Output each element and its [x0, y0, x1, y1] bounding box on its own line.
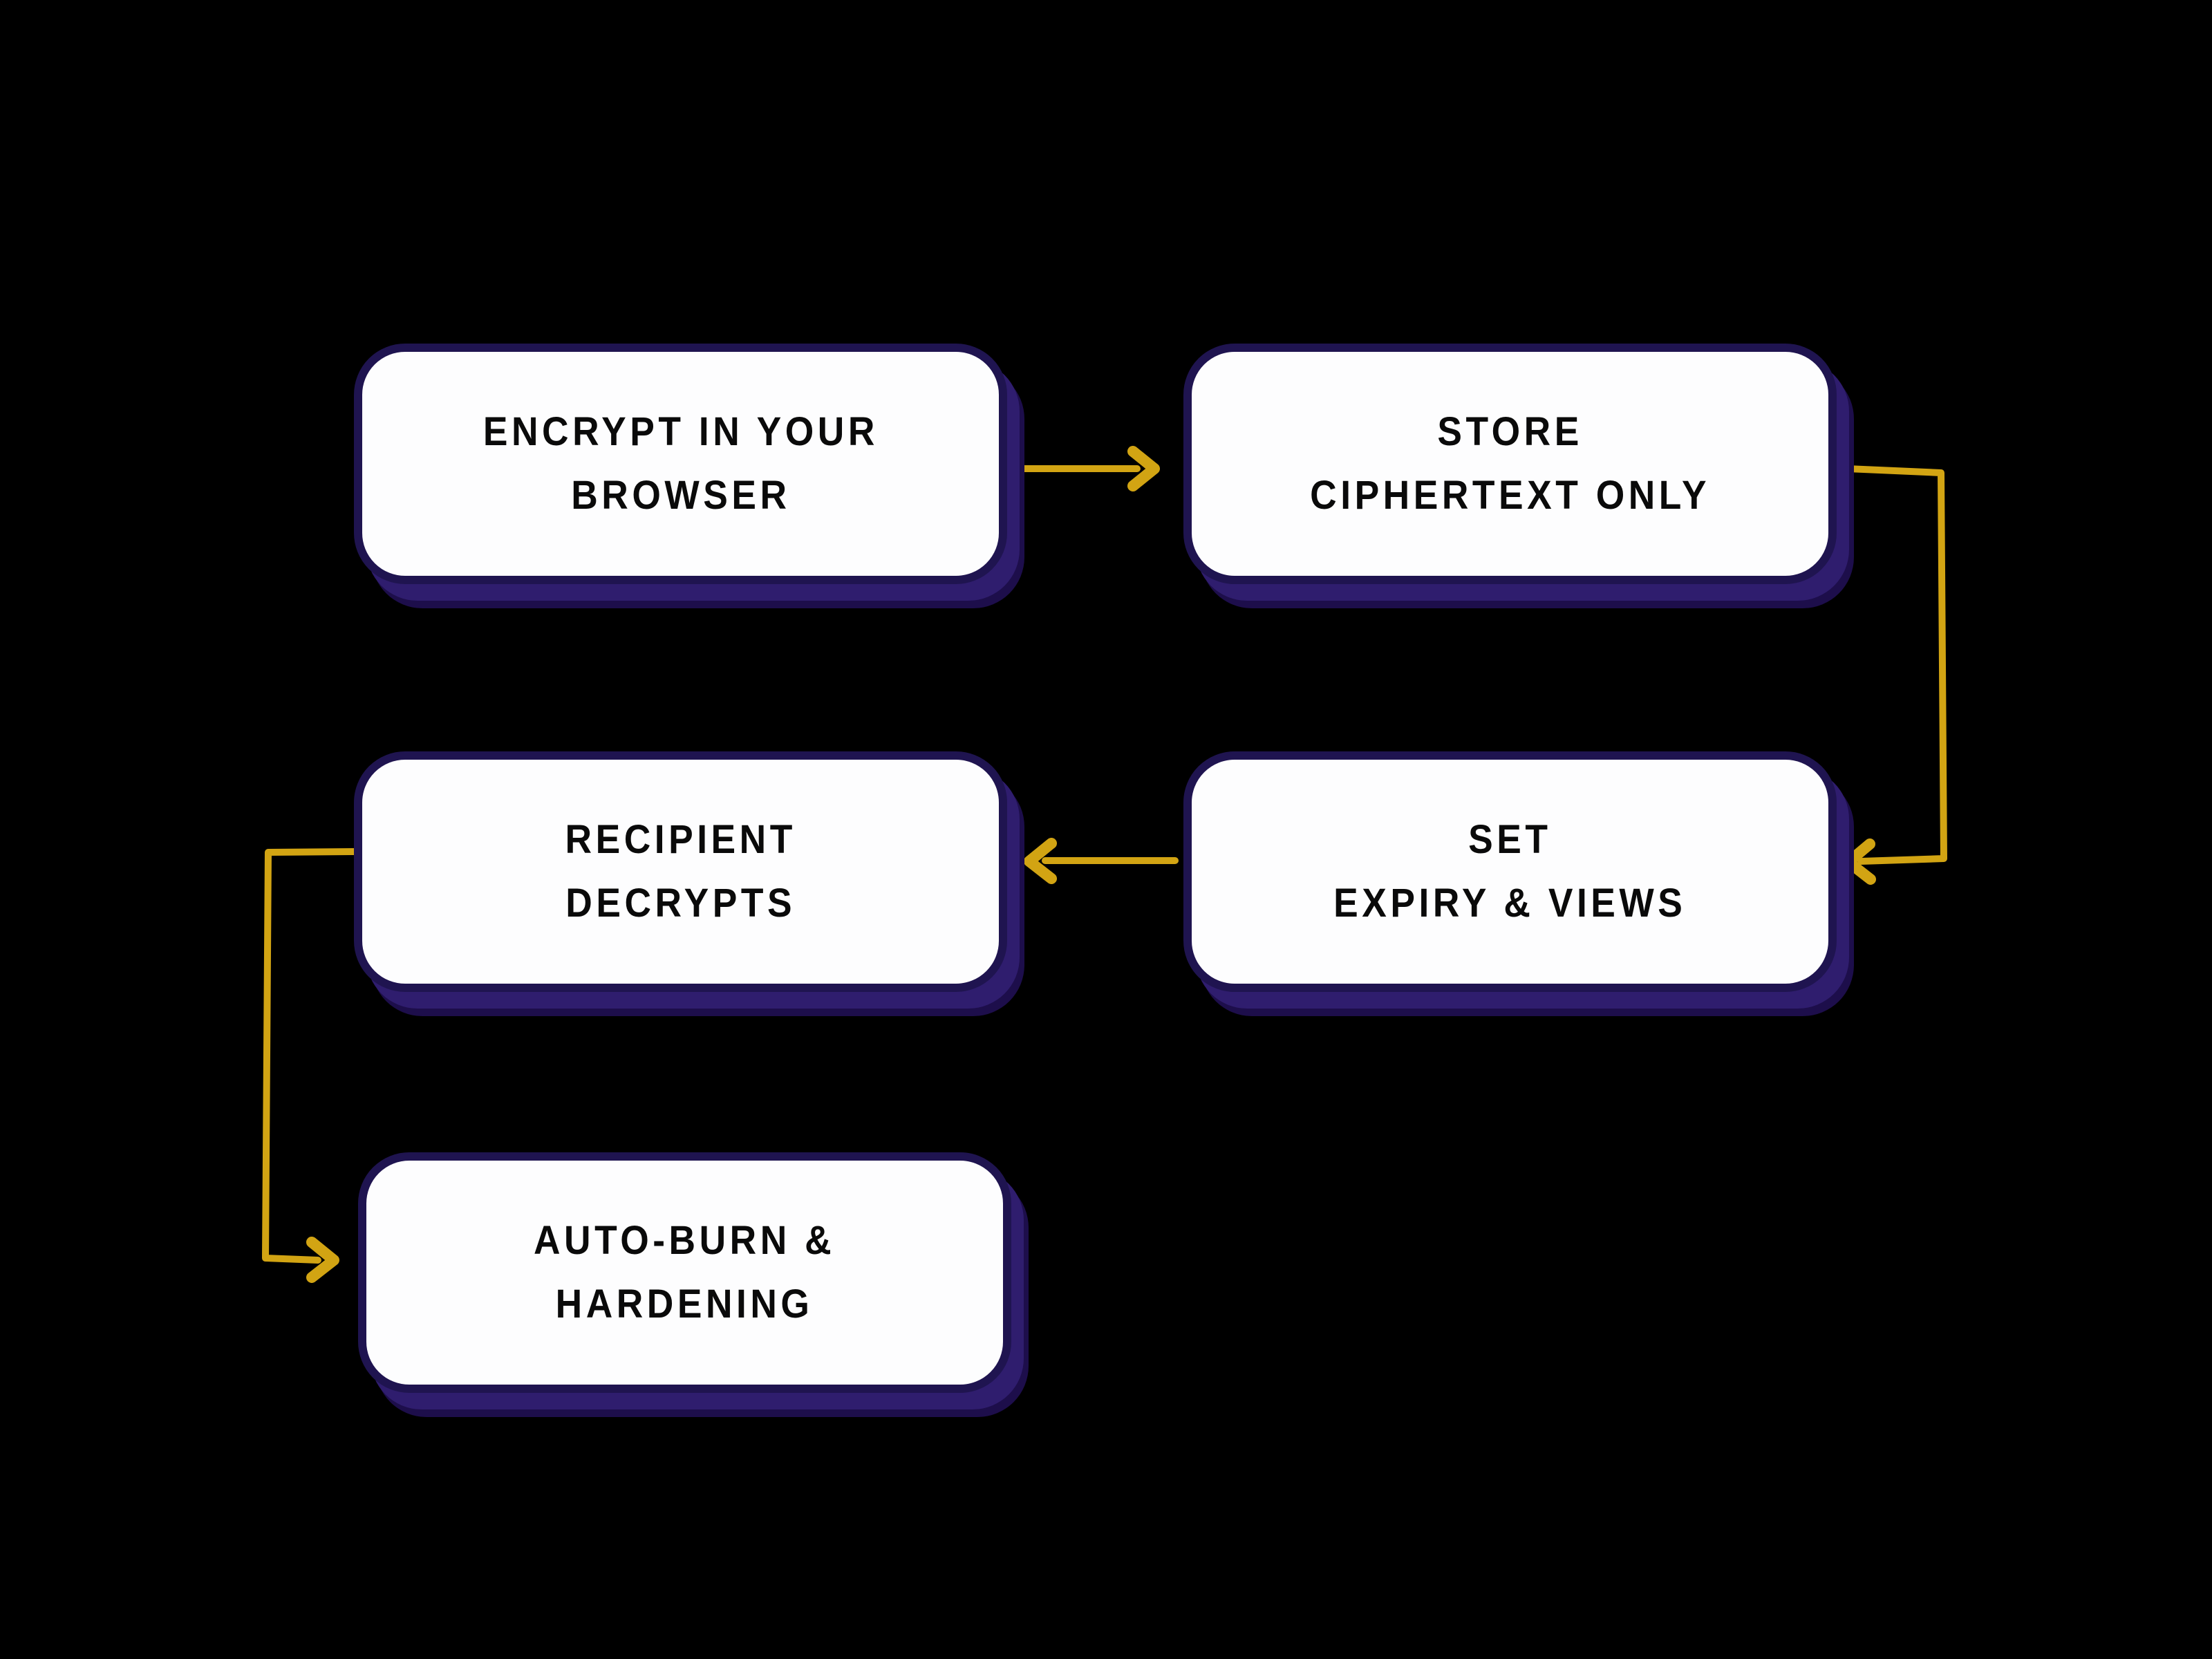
arrow-recipient-to-auto-burn — [262, 848, 359, 1283]
node-label-line: HARDENING — [556, 1282, 814, 1327]
node-label-line: BROWSER — [570, 473, 791, 518]
node-label-line: EXPIRY & VIEWS — [1333, 881, 1687, 926]
node-label: SET EXPIRY & VIEWS — [1333, 808, 1686, 935]
node-label-line: ENCRYPT IN YOUR — [482, 409, 879, 454]
arrowhead-right-icon — [306, 1237, 339, 1283]
arrowhead-left-icon — [1024, 838, 1057, 884]
arrowhead-right-icon — [1127, 446, 1160, 491]
node-label-line: AUTO-BURN & — [534, 1218, 836, 1263]
node-store-ciphertext-only: STORE CIPHERTEXT ONLY — [1183, 344, 1837, 584]
node-label-line: STORE — [1437, 409, 1583, 454]
node-label-line: CIPHERTEXT ONLY — [1310, 473, 1710, 518]
node-label-line: RECIPIENT — [565, 817, 796, 862]
node-encrypt-in-your-browser: ENCRYPT IN YOUR BROWSER — [354, 344, 1007, 584]
node-label: ENCRYPT IN YOUR BROWSER — [482, 400, 878, 527]
arrow-shaft — [262, 848, 359, 1264]
node-set-expiry-and-views: SET EXPIRY & VIEWS — [1183, 751, 1837, 992]
node-label-line: SET — [1468, 817, 1552, 862]
arrow-store-to-set-expiry — [1828, 465, 1947, 885]
node-label: AUTO-BURN & HARDENING — [534, 1209, 835, 1336]
node-auto-burn-and-hardening: AUTO-BURN & HARDENING — [358, 1152, 1011, 1393]
arrowhead-left-icon — [1843, 838, 1876, 885]
arrow-shaft — [1828, 465, 1947, 865]
node-recipient-decrypts: RECIPIENT DECRYPTS — [354, 751, 1007, 992]
arrow-encrypt-to-store — [1004, 446, 1160, 491]
node-label: RECIPIENT DECRYPTS — [565, 808, 796, 935]
node-label-line: DECRYPTS — [565, 881, 796, 926]
node-label: STORE CIPHERTEXT ONLY — [1310, 400, 1710, 527]
arrow-set-expiry-to-recipient — [1024, 838, 1179, 884]
